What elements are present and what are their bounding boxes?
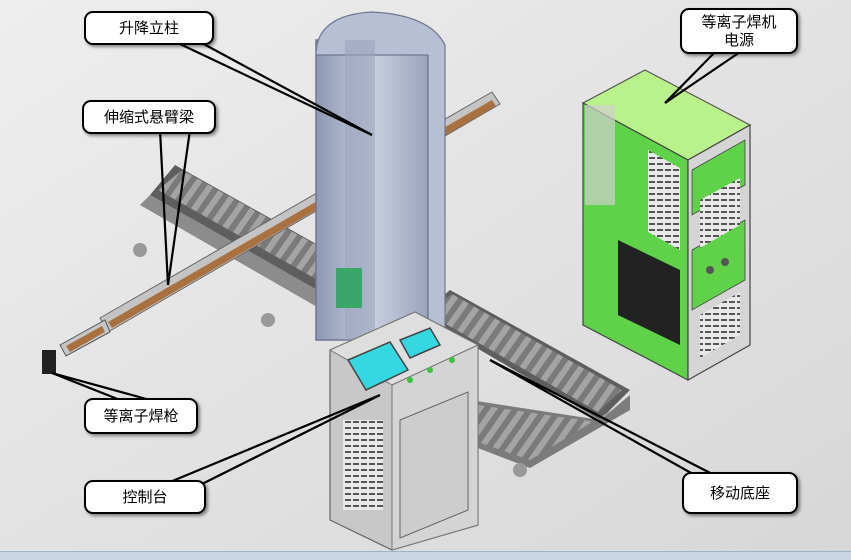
leader-torch [51,371,121,402]
leader-console-2 [189,394,381,491]
lifting-column [315,11,446,342]
label-plasma-power-source: 等离子焊机 电源 [680,8,798,54]
plasma-power-source-cabinet [581,69,752,382]
leader-column [199,41,373,136]
label-moving-base: 移动底座 [682,472,798,514]
leader-base-2 [489,359,721,479]
leader-base [489,359,701,479]
label-plasma-power-source-line2: 电源 [723,31,754,49]
bottom-strip [0,551,851,560]
leader-torch-2 [51,371,151,402]
leader-console [169,393,381,484]
control-console [328,311,480,551]
leader-arm [158,129,170,286]
label-plasma-torch: 等离子焊枪 [84,398,198,434]
callout-leaders [51,41,741,491]
label-telescopic-arm: 伸缩式悬臂梁 [82,100,216,134]
label-plasma-power-source-line1: 等离子焊机 [701,13,777,31]
moving-base-front-track [420,290,630,477]
leader-column-2 [179,43,373,136]
label-lifting-column: 升降立柱 [84,11,214,45]
leader-power [664,51,716,104]
leader-power-2 [664,51,741,104]
label-control-console: 控制台 [84,480,206,514]
leader-arm-2 [166,129,192,286]
